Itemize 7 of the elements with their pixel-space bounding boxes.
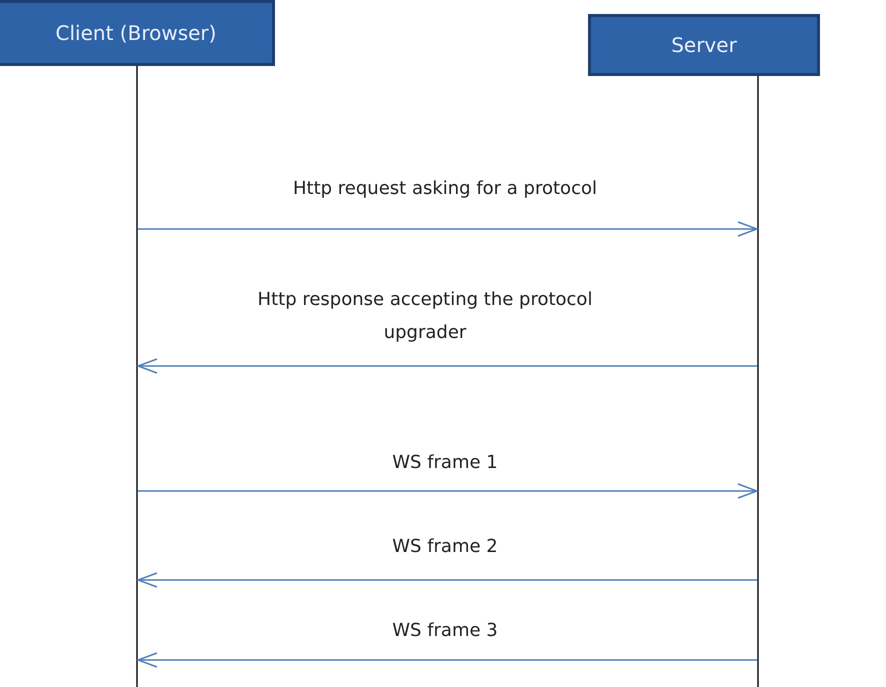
participant-name: Client (Browser) [56, 21, 216, 45]
message-arrow [138, 221, 758, 237]
message-arrow [137, 358, 757, 374]
message-arrow [137, 572, 757, 588]
participant-name: Server [671, 33, 737, 57]
message-arrow [137, 652, 757, 668]
message-arrow [138, 483, 758, 499]
